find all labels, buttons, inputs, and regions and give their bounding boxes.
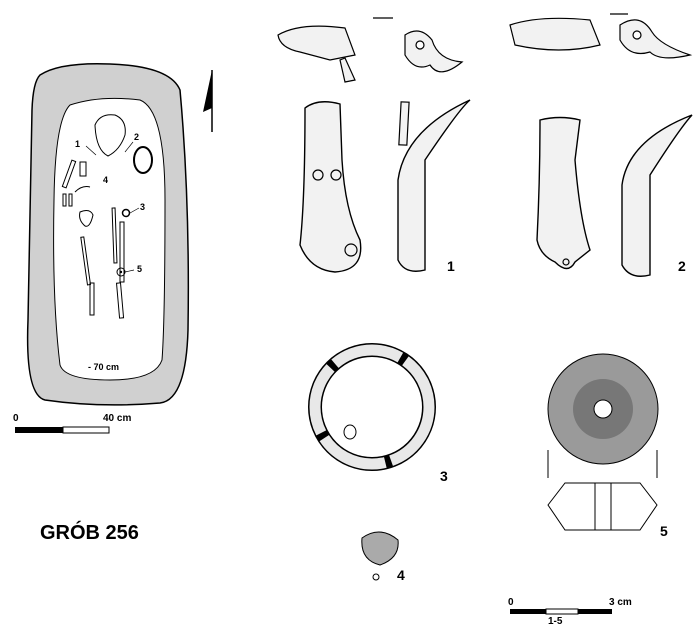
find-marker-1: 1 <box>75 139 81 149</box>
artifact-scale-bar-black-right <box>578 609 612 614</box>
artifact-scale-bar-white <box>545 608 579 615</box>
grave-inner-fill <box>53 97 166 381</box>
artifact-scale-range: 1-5 <box>548 616 563 627</box>
artifact-label-1: 1 <box>447 258 455 274</box>
artifact-4-drawing <box>361 531 399 581</box>
find-marker-5: 5 <box>137 264 143 274</box>
artifact-label-5: 5 <box>660 523 668 539</box>
grave-scale-bar-black <box>15 427 63 433</box>
artifact-3-drawing <box>308 343 436 471</box>
grave-scale-end: 40 cm <box>103 413 132 424</box>
grave-plan <box>15 62 190 434</box>
depth-label: - 70 cm <box>88 362 120 372</box>
find-marker-4: 4 <box>103 175 109 185</box>
skeleton <box>61 114 153 319</box>
find-marker-2: 2 <box>134 132 140 142</box>
grave-scale-bar-white <box>62 426 110 434</box>
artifact-2-drawing <box>509 13 693 277</box>
find-marker-3: 3 <box>140 202 146 212</box>
find-marker-3-ring <box>121 208 131 218</box>
artifact-scale-end: 3 cm <box>609 597 632 608</box>
artifact-5-drawing <box>547 353 659 531</box>
artifact-label-3: 3 <box>440 468 448 484</box>
north-arrow-icon <box>203 70 213 132</box>
plate-title: GRÓB 256 <box>40 522 139 544</box>
artifact-1-drawing <box>277 17 471 273</box>
grave-scale-start: 0 <box>13 413 19 424</box>
artifact-scale-bar-black-left <box>510 609 546 614</box>
artifact-label-2: 2 <box>678 258 686 274</box>
artifact-scale-start: 0 <box>508 597 514 608</box>
artifact-label-4: 4 <box>397 567 405 583</box>
